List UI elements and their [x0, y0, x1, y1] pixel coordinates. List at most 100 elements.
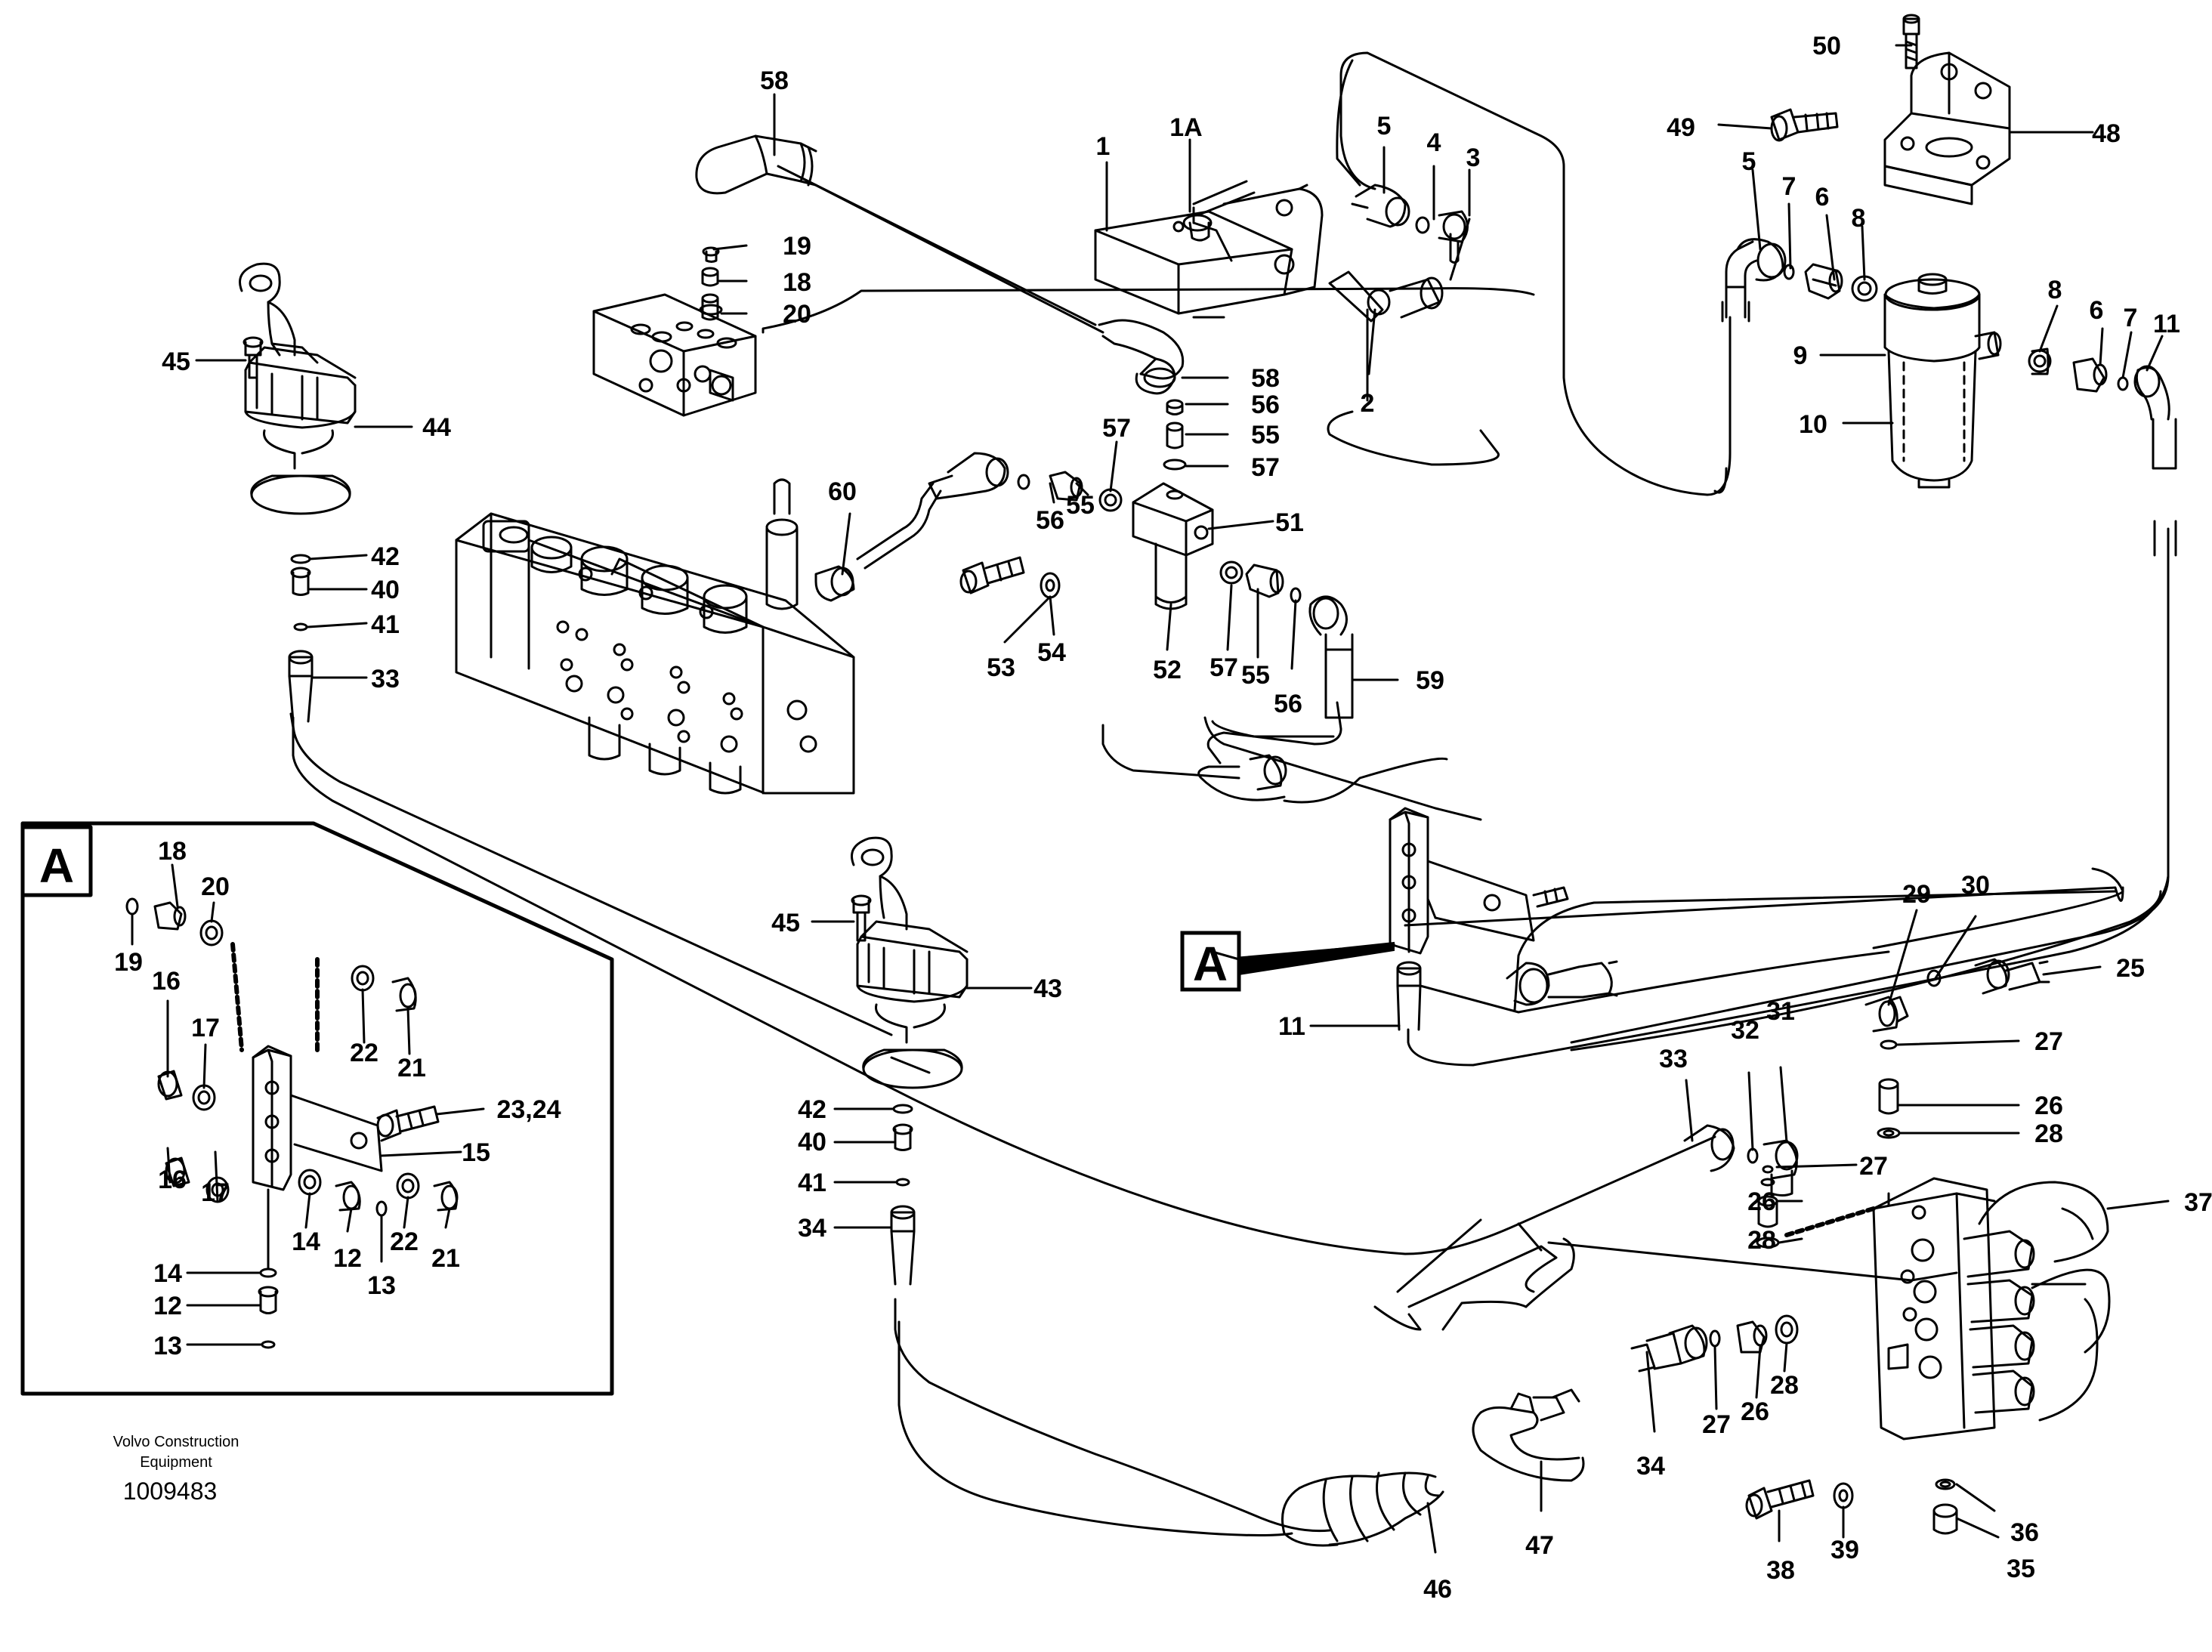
callout-label: 7 — [1782, 172, 1796, 201]
hose-60 — [814, 565, 1287, 791]
callout-label: 43 — [1033, 974, 1062, 1003]
callout-label: 55 — [1066, 491, 1095, 520]
callout-label: 57 — [1251, 453, 1280, 482]
callout-label: 55 — [1241, 661, 1270, 690]
hose-a-right — [1506, 960, 1618, 1006]
callout-label: 19 — [114, 948, 143, 977]
callout-label: 48 — [2092, 119, 2121, 148]
valve-block-37 — [1872, 1177, 2111, 1440]
callout-label: 36 — [2010, 1518, 2039, 1547]
callout-label: 33 — [371, 665, 400, 693]
callout-label: 19 — [783, 232, 811, 261]
callout-label: 17 — [201, 1178, 230, 1207]
hose-58-upper — [695, 134, 817, 195]
callout-label: 22 — [350, 1039, 378, 1067]
callout-label: 4 — [1427, 128, 1441, 157]
callout-label: 55 — [1251, 421, 1280, 449]
callout-label: 59 — [1416, 666, 1444, 695]
callout-label: 26 — [1747, 1187, 1776, 1216]
detail-reference-letter: A — [1193, 937, 1228, 991]
callout-label: 22 — [390, 1227, 419, 1256]
callout-label: 37 — [2184, 1188, 2212, 1217]
callout-label: 1A — [1169, 113, 1202, 142]
callout-label: 27 — [1702, 1410, 1731, 1439]
callout-label: 56 — [1251, 391, 1280, 419]
bracket-48 — [1883, 51, 2011, 205]
callout-label: 6 — [2090, 296, 2104, 325]
callout-label: 41 — [798, 1169, 826, 1197]
fittings-29-30-25 — [1864, 958, 2050, 1033]
valve-block — [455, 478, 855, 795]
callout-label: 40 — [798, 1128, 826, 1156]
callout-label: 13 — [367, 1271, 396, 1300]
callout-label: 12 — [333, 1244, 362, 1273]
detail-box-a — [20, 821, 614, 1396]
callout-label: 14 — [153, 1259, 182, 1288]
callout-label: 57 — [1209, 653, 1238, 682]
callout-label: 21 — [397, 1054, 426, 1082]
callout-labels-lower: 45 43 42 40 41 34 11 29 30 25 27 26 28 3… — [771, 871, 2212, 1604]
callout-label: 34 — [798, 1214, 826, 1243]
fittings-26-27-28 — [1877, 1039, 1901, 1139]
callout-label: 57 — [1102, 414, 1131, 443]
callout-label: 52 — [1153, 656, 1182, 684]
callout-labels: 58 1 1A 5 4 3 50 49 48 5 7 6 8 9 10 8 6 … — [162, 32, 2180, 718]
a-reference-box — [1180, 931, 1241, 992]
drawing-number: 1009483 — [123, 1478, 218, 1505]
screw-45-upper — [243, 336, 264, 379]
callout-label: 51 — [1275, 508, 1304, 537]
leader-lines — [131, 44, 2170, 1554]
callout-label: 38 — [1766, 1556, 1795, 1585]
fittings-right-upper — [1721, 238, 2177, 557]
callout-label: 56 — [1036, 506, 1064, 535]
line-art — [20, 14, 2177, 1554]
fittings-60 — [928, 452, 1123, 512]
callout-label: 58 — [760, 66, 789, 95]
callout-labels-detail: 18 20 19 16 17 22 21 23,24 15 16 17 14 1… — [114, 837, 561, 1360]
callout-label: 33 — [1659, 1045, 1688, 1073]
callout-label: 2 — [1361, 389, 1375, 418]
callout-label: 39 — [1830, 1536, 1859, 1564]
callout-label: 41 — [371, 610, 400, 639]
callout-label: 26 — [2034, 1092, 2063, 1120]
callout-label: 6 — [1815, 183, 1830, 212]
callout-label: 54 — [1037, 638, 1066, 667]
callout-label: 42 — [371, 542, 400, 571]
callout-label: 45 — [771, 909, 800, 937]
callout-label: 13 — [153, 1332, 182, 1360]
callout-label: 10 — [1799, 410, 1827, 439]
screw-45-lower — [851, 894, 872, 942]
callout-label: 18 — [783, 268, 811, 297]
callout-label: 3 — [1466, 144, 1481, 172]
callout-label: 34 — [1636, 1452, 1665, 1481]
callout-label: 31 — [1766, 997, 1795, 1026]
screw-50 — [1902, 14, 1920, 69]
callout-label: 20 — [201, 872, 230, 901]
callout-label: 7 — [2124, 304, 2138, 332]
callout-label: 9 — [1793, 341, 1808, 370]
callout-label: 30 — [1961, 871, 1990, 900]
publisher-name: Volvo Construction — [113, 1434, 239, 1450]
a-pointer-arrow — [1238, 941, 1395, 976]
callout-label: 1 — [1096, 132, 1111, 161]
callout-label: 32 — [1731, 1016, 1759, 1045]
publisher-subtitle: Equipment — [140, 1454, 212, 1471]
small-manifold — [592, 246, 757, 417]
joystick-44 — [239, 262, 357, 738]
callout-label: 21 — [431, 1244, 460, 1273]
callout-label: 20 — [783, 300, 811, 329]
fittings-lower-chain — [1630, 1314, 1799, 1373]
detail-view-letter: A — [39, 838, 74, 893]
callout-label: 25 — [2116, 954, 2145, 983]
callout-label: 26 — [1741, 1397, 1769, 1426]
check-valve-51 — [1132, 482, 1214, 610]
hose-58-lower — [1098, 319, 1187, 471]
callout-label: 14 — [292, 1227, 320, 1256]
filter-9-10 — [1883, 273, 2002, 489]
callout-label: 49 — [1667, 113, 1695, 142]
solenoid-block — [1094, 180, 1444, 323]
callout-label: 28 — [2034, 1119, 2063, 1148]
callout-label: 11 — [1278, 1012, 1305, 1041]
callout-label: 58 — [1251, 364, 1280, 393]
